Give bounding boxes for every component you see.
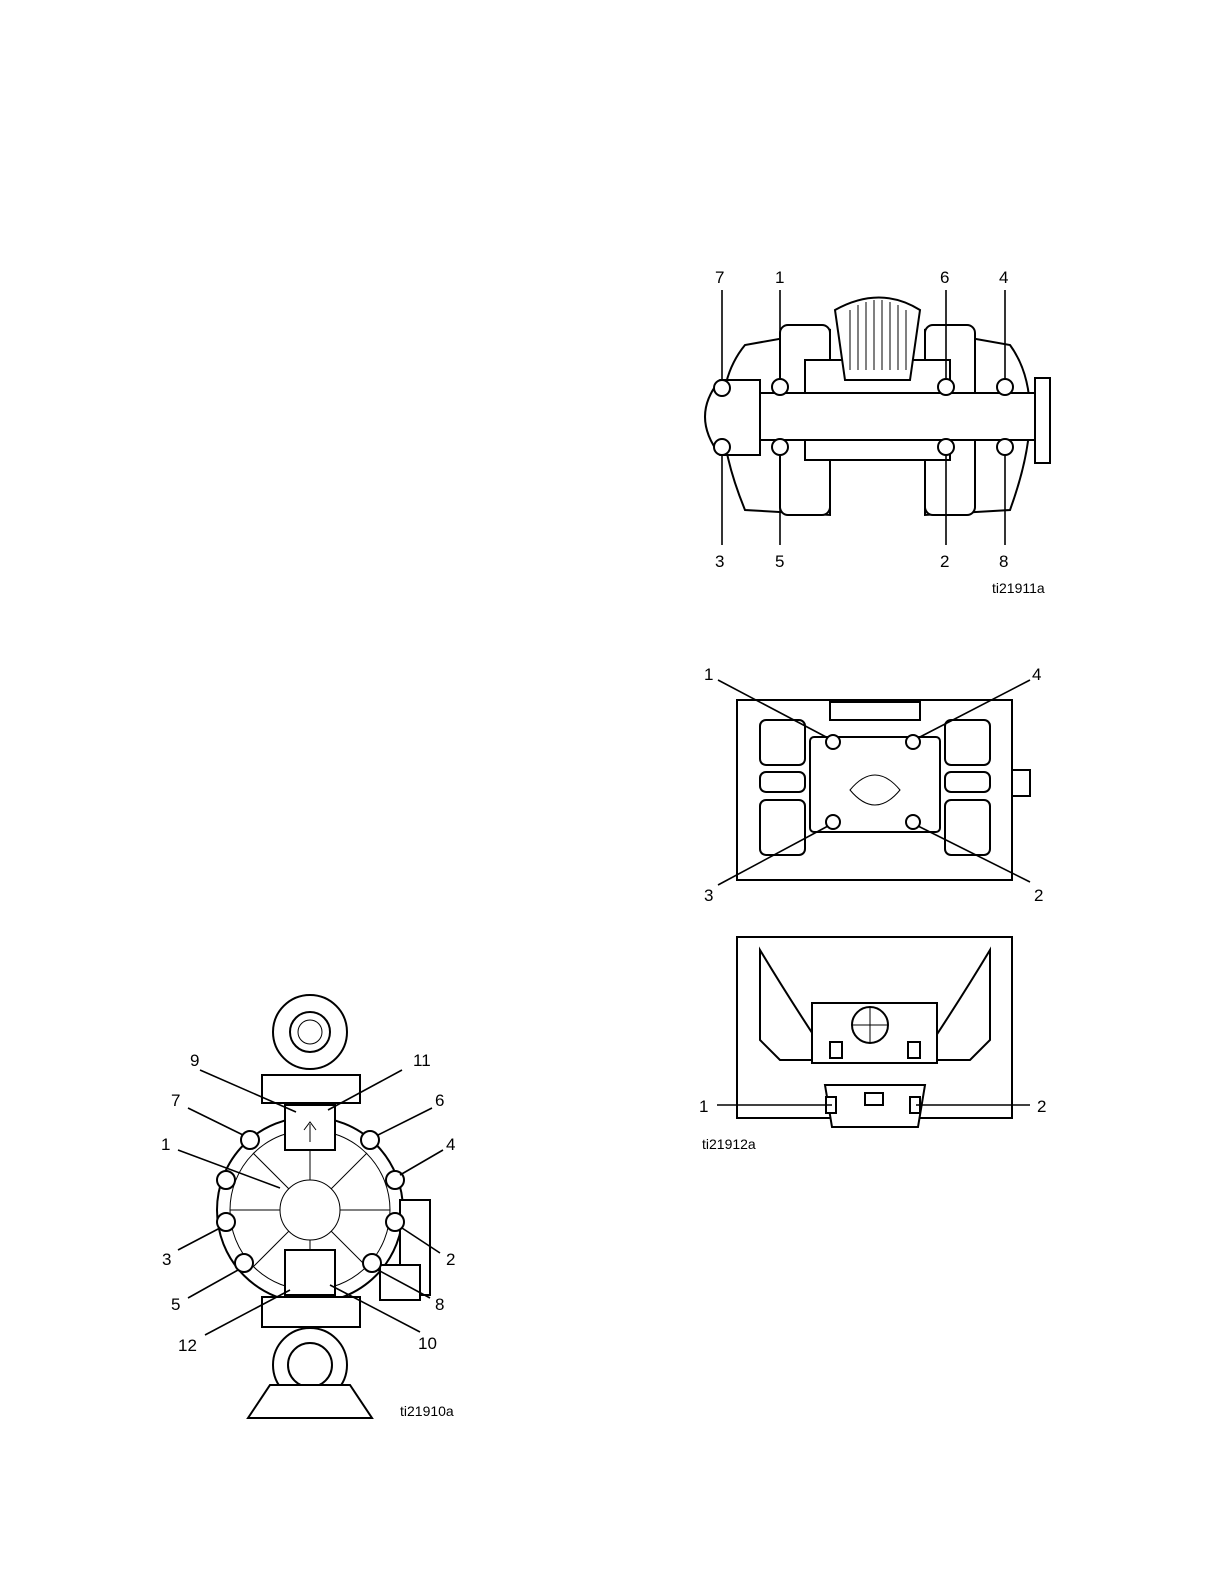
front-view-figure-id: ti21910a [400,1403,454,1419]
bottom-view-drawing [717,937,1030,1127]
center-callout-1: 1 [704,665,713,684]
center-view-drawing [718,680,1030,885]
center-callout-2: 2 [1034,886,1043,905]
front-callout-7: 7 [171,1091,180,1110]
front-view-drawing [178,995,443,1418]
front-callout-3: 3 [162,1250,171,1269]
top-view-drawing [705,290,1050,545]
top-callout-2: 2 [940,552,949,571]
top-callout-8: 8 [999,552,1008,571]
front-callout-11: 11 [413,1051,431,1070]
center-callout-3: 3 [704,886,713,905]
center-callout-4: 4 [1032,665,1041,684]
front-callout-4: 4 [446,1135,455,1154]
front-callout-6: 6 [435,1091,444,1110]
top-callout-1: 1 [775,268,784,287]
bottom-view-figure-id: ti21912a [702,1136,756,1152]
front-callout-10: 10 [418,1334,437,1353]
front-callout-12: 12 [178,1336,197,1355]
top-callout-7: 7 [715,268,724,287]
top-callout-5: 5 [775,552,784,571]
front-callout-1: 1 [161,1135,170,1154]
bottom-callout-1: 1 [699,1097,708,1116]
bottom-callout-2: 2 [1037,1097,1046,1116]
top-view-figure-id: ti21911a [992,580,1045,596]
front-callout-8: 8 [435,1295,444,1314]
front-callout-2: 2 [446,1250,455,1269]
top-callout-4: 4 [999,268,1008,287]
top-callout-6: 6 [940,268,949,287]
front-callout-5: 5 [171,1295,180,1314]
front-callout-9: 9 [190,1051,199,1070]
top-callout-3: 3 [715,552,724,571]
